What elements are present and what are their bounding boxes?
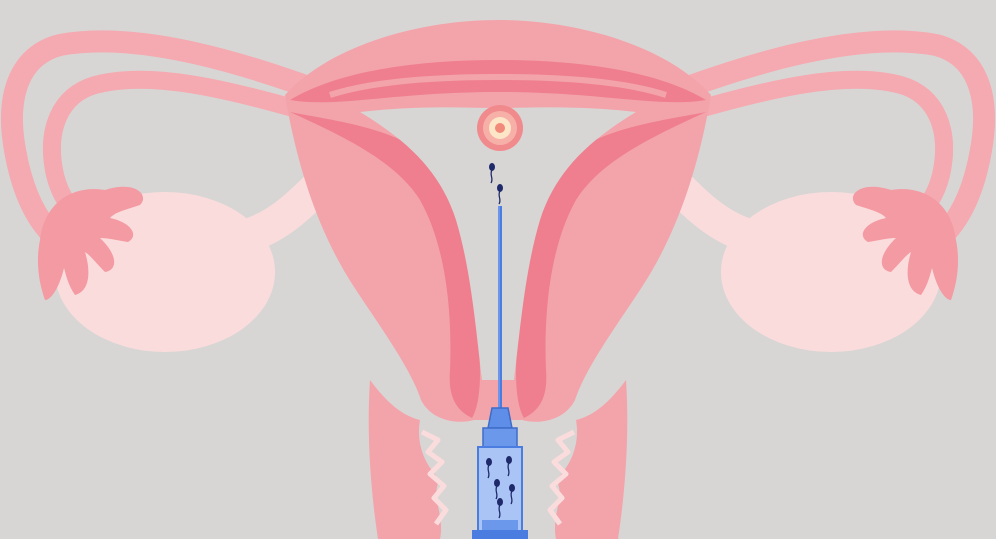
- egg: [477, 105, 523, 151]
